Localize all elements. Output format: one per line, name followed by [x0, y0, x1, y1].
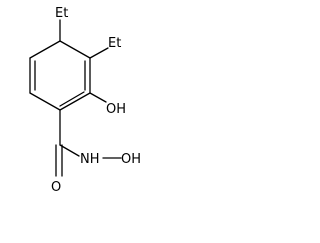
- hydroxyl-label: OH: [106, 102, 126, 117]
- ring-bond-4: [29, 92, 61, 111]
- carbonyl-oxygen-label: O: [51, 180, 61, 195]
- amide-nitrogen-label: NH: [80, 152, 100, 167]
- ethyl-right-label: Et: [108, 36, 121, 51]
- nitrogen-hydroxyl-label: OH: [121, 152, 141, 167]
- molecule-canvas: Et Et OH O NH OH: [29, 6, 142, 195]
- ethyl-right-bond: [89, 47, 109, 59]
- ring-bond-6: [29, 40, 61, 59]
- benzene-ring: [29, 40, 91, 111]
- ring-bond-1: [59, 40, 91, 59]
- molecule-structure: Et Et OH O NH OH: [29, 6, 141, 195]
- ring-bond-3: [59, 92, 91, 111]
- ring-double-bond-3: [59, 91, 85, 107]
- hydroxyl-bond: [89, 92, 107, 103]
- ethyl-top-label: Et: [55, 6, 68, 21]
- carbon-nitrogen-bond: [59, 144, 80, 157]
